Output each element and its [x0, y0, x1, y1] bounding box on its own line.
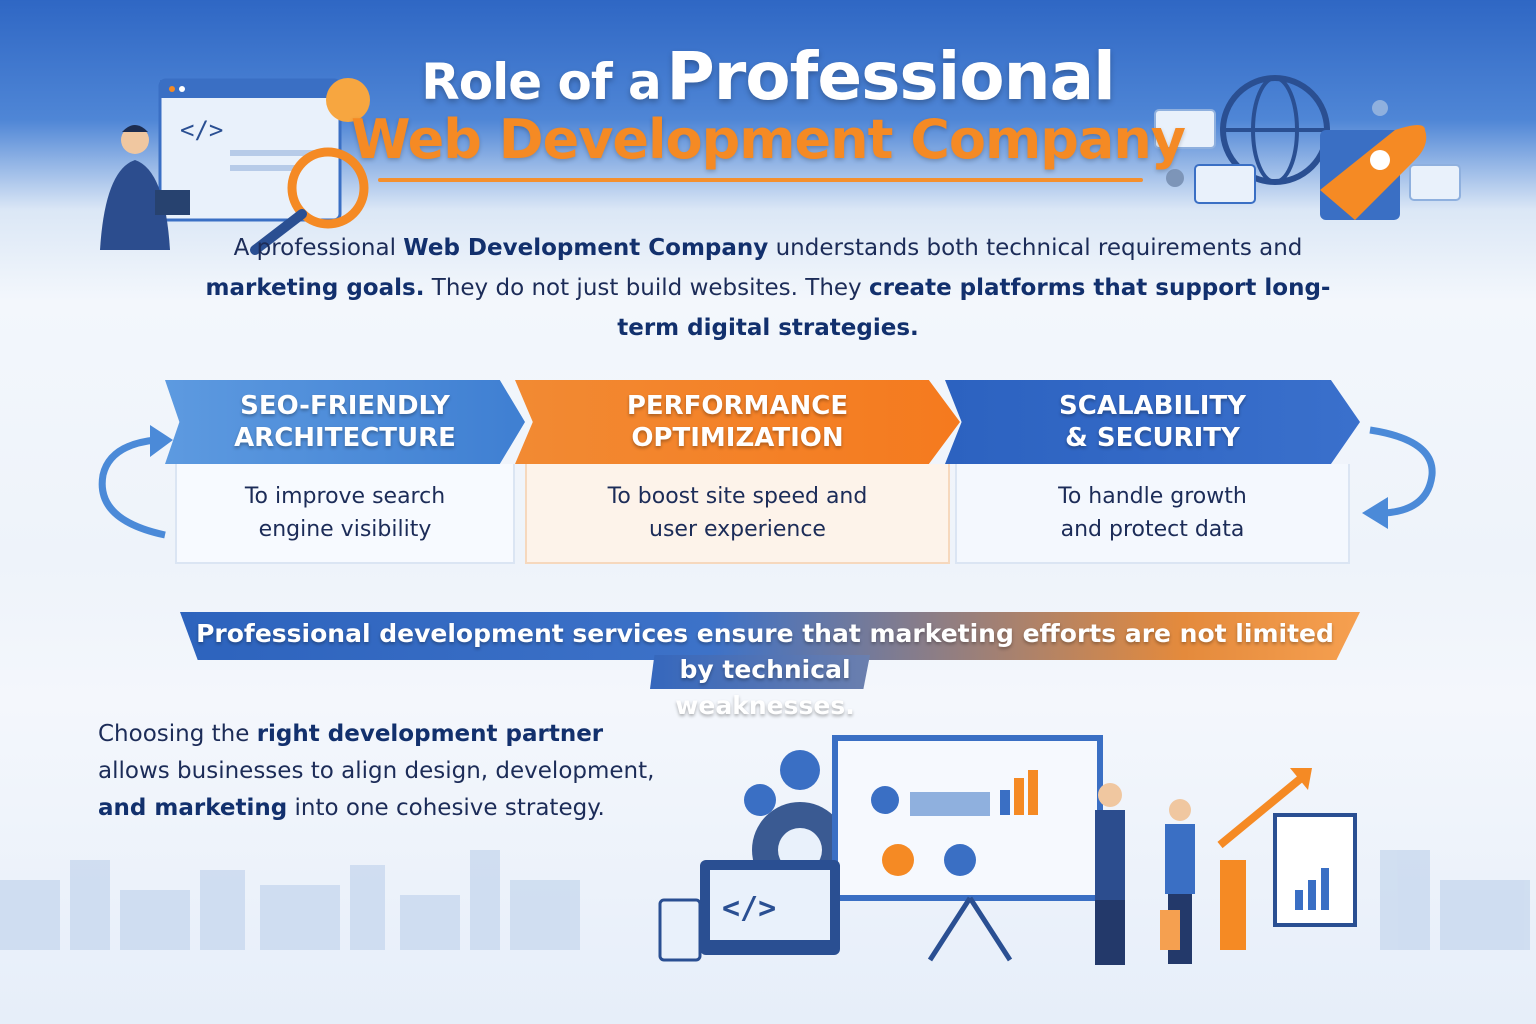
- title-small: Role of a: [421, 53, 662, 111]
- page-title-line2: Web Development Company: [351, 108, 1186, 171]
- banner-ribbon: [180, 612, 1360, 660]
- closing-text: allows businesses to align design, devel…: [98, 758, 655, 784]
- card-body: To improve search engine visibility: [175, 464, 515, 564]
- title-big: Professional: [666, 38, 1115, 115]
- intro-bold: marketing goals.: [205, 275, 425, 301]
- intro-text: They do not just build websites. They: [424, 275, 869, 301]
- card-desc: To boost site speed and: [607, 484, 868, 509]
- bar-chart-icon: [1220, 860, 1246, 950]
- intro-paragraph: A professional Web Development Company u…: [200, 228, 1336, 348]
- businessman-figure: [1095, 810, 1125, 900]
- banner-ribbon-tail: [650, 655, 870, 689]
- banner-text: Professional development services ensure…: [180, 616, 1350, 724]
- businessman-figure: [100, 160, 170, 250]
- closing-text: Choosing the: [98, 721, 257, 747]
- card-desc: and protect data: [1060, 517, 1245, 542]
- intro-text: A professional: [233, 235, 404, 261]
- card-title: PERFORMANCE: [626, 391, 849, 421]
- cycle-arrow-right-icon: [1362, 426, 1436, 529]
- closing-bold: and marketing: [98, 795, 288, 821]
- banner-line: weaknesses.: [675, 691, 855, 720]
- card-title: ARCHITECTURE: [234, 423, 456, 453]
- card-header: SCALABILITY& SECURITY: [945, 380, 1360, 464]
- card-title: SEO-FRIENDLY: [240, 391, 450, 421]
- intro-text: understands both technical requirements …: [768, 235, 1303, 261]
- code-symbol: </>: [722, 891, 776, 926]
- lightbulb-icon: [326, 78, 370, 122]
- card-title: SCALABILITY: [1059, 391, 1246, 421]
- card-body: To handle growth and protect data: [955, 464, 1350, 564]
- code-symbol: </>: [180, 116, 223, 144]
- developer-illustration: </>: [100, 78, 370, 255]
- city-skyline: [0, 850, 1530, 950]
- gear-icon: [744, 784, 776, 816]
- rocket-icon: [1320, 125, 1427, 220]
- gear-icon: [780, 750, 820, 790]
- closing-bold: right development partner: [256, 721, 604, 747]
- closing-text: into one cohesive strategy.: [287, 795, 605, 821]
- page-title-line1: Role of a Professional: [0, 38, 1536, 115]
- team-presentation-illustration: </>: [658, 735, 1357, 965]
- card-desc: To improve search: [244, 484, 446, 509]
- gear-icon: [1372, 100, 1388, 116]
- card-title: OPTIMIZATION: [631, 423, 844, 453]
- card-title: & SECURITY: [1065, 423, 1240, 453]
- cycle-arrow-left-icon: [98, 425, 173, 539]
- intro-bold: create platforms that support long-term …: [617, 275, 1331, 341]
- card-desc: user experience: [649, 517, 826, 542]
- gear-icon: [1166, 169, 1184, 187]
- card-desc: To handle growth: [1058, 484, 1247, 509]
- banner-line: Professional development services ensure…: [196, 619, 1334, 684]
- card-scalability: SCALABILITY& SECURITY To handle growth an…: [945, 380, 1360, 564]
- globe-rocket-illustration: [1154, 75, 1461, 220]
- businesswoman-figure: [1165, 824, 1195, 894]
- card-desc: engine visibility: [258, 517, 432, 542]
- closing-paragraph: Choosing the right development partner a…: [98, 716, 658, 827]
- intro-bold: Web Development Company: [403, 235, 769, 261]
- card-body: To boost site speed and user experience: [525, 464, 950, 564]
- title-underline: [378, 178, 1143, 182]
- magnifier-icon: [287, 147, 369, 229]
